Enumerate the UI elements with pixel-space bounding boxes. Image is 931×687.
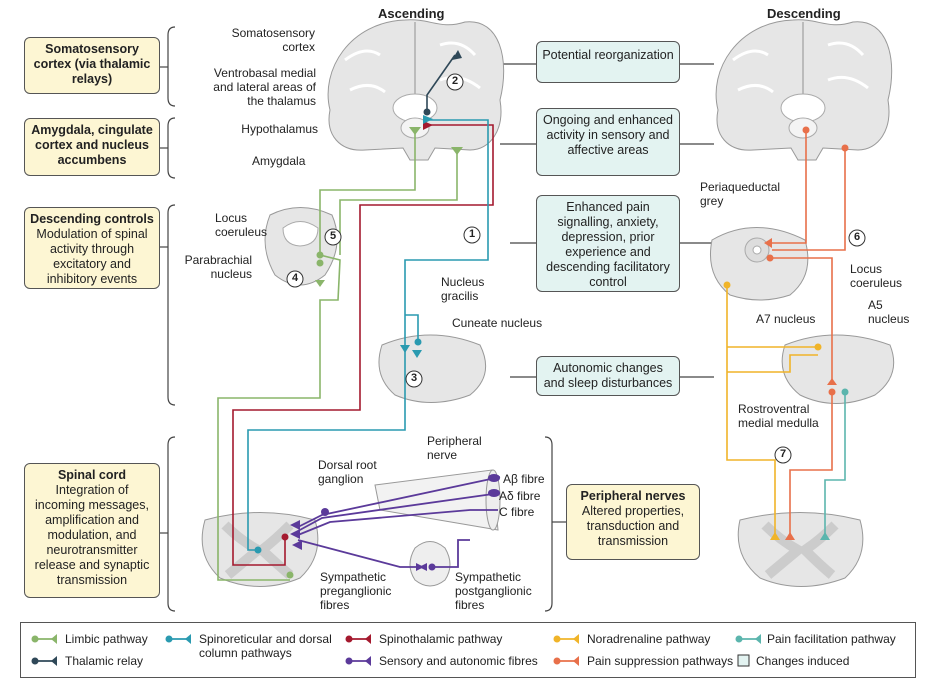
legend-sensory: Sensory and autonomic fibres bbox=[379, 654, 538, 668]
right-brain bbox=[715, 19, 893, 161]
peripheral-nerve-shape bbox=[374, 469, 501, 531]
marker-2-text: 2 bbox=[451, 75, 459, 87]
marker-3-text: 3 bbox=[410, 372, 418, 384]
marker-1-text: 1 bbox=[468, 228, 476, 240]
legend-thalamic: Thalamic relay bbox=[65, 654, 144, 668]
label-periaqueductal-grey: Periaqueductal grey bbox=[700, 180, 781, 208]
label-somatosensory-cortex: Somatosensory cortex bbox=[231, 26, 315, 54]
right-medulla bbox=[781, 334, 895, 404]
label-abeta-fibre: Aβ fibre bbox=[503, 472, 545, 486]
label-parabrachial: Parabrachial nucleus bbox=[184, 253, 252, 281]
legend-facilitation: Pain facilitation pathway bbox=[767, 632, 896, 646]
marker-7-text: 7 bbox=[779, 448, 787, 460]
right-midbrain bbox=[709, 227, 809, 301]
box-body: Integration of incoming messages, amplif… bbox=[34, 483, 150, 587]
label-amygdala: Amygdala bbox=[252, 154, 306, 168]
marker-6-text: 6 bbox=[853, 231, 861, 243]
change-box-reorganization: Potential reorganization bbox=[536, 41, 680, 83]
noradrenaline-lines bbox=[726, 285, 818, 535]
box-title: Peripheral nerves bbox=[580, 489, 686, 503]
limbic-pathway-lines bbox=[217, 130, 458, 581]
change-box-autonomic: Autonomic changes and sleep disturbances bbox=[536, 356, 680, 396]
label-adelta-fibre: Aδ fibre bbox=[499, 489, 541, 503]
amygdala-box: Amygdala, cingulate cortex and nucleus a… bbox=[24, 118, 160, 176]
label-nucleus-gracilis: Nucleus gracilis bbox=[441, 275, 485, 303]
legend-noradrenaline: Noradrenaline pathway bbox=[587, 632, 711, 646]
box-title: Somatosensory cortex (via thalamic relay… bbox=[33, 42, 151, 86]
spinal-cord-box: Spinal cord Integration of incoming mess… bbox=[24, 463, 160, 598]
box-title: Amygdala, cingulate cortex and nucleus a… bbox=[31, 123, 153, 167]
legend-suppression: Pain suppression pathways bbox=[587, 654, 734, 668]
thalamic-relay-lines bbox=[426, 54, 456, 112]
label-peripheral-nerve: Peripheral nerve bbox=[427, 434, 482, 462]
legend-spinothalamic: Spinothalamic pathway bbox=[379, 632, 503, 646]
label-rvm: Rostroventral medial medulla bbox=[738, 402, 819, 430]
label-a7-nucleus: A7 nucleus bbox=[756, 312, 816, 326]
marker-5-text: 5 bbox=[329, 230, 337, 242]
legend-spinoreticular: Spinoreticular and dorsal column pathway… bbox=[199, 632, 332, 660]
left-brackets bbox=[160, 26, 566, 612]
box-body: Modulation of spinal activity through ex… bbox=[36, 227, 148, 286]
label-hypothalamus: Hypothalamus bbox=[241, 122, 318, 136]
descending-header: Descending bbox=[767, 6, 841, 21]
legend-changes-induced: Changes induced bbox=[756, 654, 850, 668]
label-c-fibre: C fibre bbox=[499, 505, 535, 519]
suppression-lines bbox=[770, 130, 846, 535]
spinothalamic-lines bbox=[232, 124, 494, 566]
peripheral-nerves-box: Peripheral nerves Altered properties, tr… bbox=[566, 484, 700, 560]
label-dorsal-root-ganglion: Dorsal root ganglion bbox=[318, 458, 377, 486]
change-box-ongoing-activity: Ongoing and enhanced activity in sensory… bbox=[536, 108, 680, 176]
terminals bbox=[254, 50, 849, 579]
marker-4-text: 4 bbox=[291, 272, 299, 284]
legend: Limbic pathway Thalamic relay Spinoretic… bbox=[20, 622, 916, 678]
sympathetic-ganglion bbox=[409, 541, 451, 587]
somatosensory-box: Somatosensory cortex (via thalamic relay… bbox=[24, 37, 160, 94]
label-a5-nucleus: A5 nucleus bbox=[868, 298, 910, 326]
label-sympathetic-pre: Sympathetic preganglionic fibres bbox=[320, 570, 392, 612]
fibre-endings bbox=[488, 474, 500, 497]
facilitation-lines bbox=[824, 392, 846, 535]
label-locus-coeruleus-right: Locus coeruleus bbox=[850, 262, 903, 290]
legend-icons bbox=[31, 634, 761, 667]
legend-limbic: Limbic pathway bbox=[65, 632, 148, 646]
box-title: Descending controls bbox=[30, 212, 154, 226]
label-sympathetic-post: Sympathetic postganglionic fibres bbox=[455, 570, 532, 612]
right-spinal-cord bbox=[737, 512, 864, 587]
box-body: Altered properties, transduction and tra… bbox=[581, 504, 685, 548]
label-ventrobasal: Ventrobasal medial and lateral areas of … bbox=[213, 66, 316, 108]
box-title: Spinal cord bbox=[57, 468, 127, 482]
label-cuneate: Cuneate nucleus bbox=[452, 316, 543, 330]
label-locus-coeruleus-left: Locus coeruleus bbox=[215, 211, 268, 239]
left-medulla bbox=[378, 334, 487, 403]
ascending-header: Ascending bbox=[378, 6, 445, 21]
change-box-enhanced-pain: Enhanced pain signalling, anxiety, depre… bbox=[536, 195, 680, 292]
descending-controls-box: Descending controls Modulation of spinal… bbox=[24, 207, 160, 289]
left-brain bbox=[327, 19, 505, 161]
